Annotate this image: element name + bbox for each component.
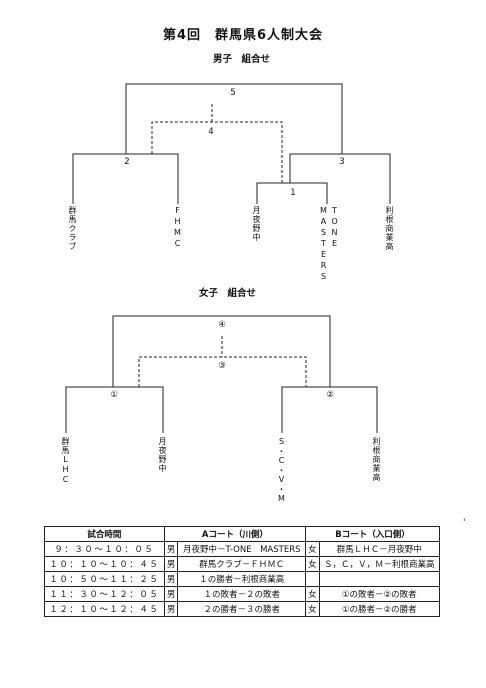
row-match-a: ２の勝者－３の勝者: [177, 601, 307, 617]
row-match-a: 月夜野中－T-ONE MASTERS: [177, 541, 307, 557]
men-team-gunma-club: 群馬クラブ: [68, 206, 77, 251]
women-team-scvm: S・C・V・M: [277, 437, 286, 504]
row-match-a: １の勝者－利根商業高: [177, 571, 307, 587]
row-match-a: １の敗者－２の敗者: [177, 586, 307, 602]
men-bracket-loser-match-4: [151, 121, 283, 183]
men-bracket-match-3: [289, 153, 391, 204]
row-gender-b: 女: [305, 601, 320, 617]
row-match-b: Ｓ，Ｃ，Ｖ，Ｍ－利根商業高: [318, 556, 441, 572]
men-round-3: 3: [339, 157, 345, 167]
row-gender-b: [305, 571, 320, 587]
women-round-2: ②: [326, 390, 334, 400]
schedule-header-row: 試合時間 Aコート（川側） Bコート（入口側）: [44, 526, 440, 542]
men-team-tone: TONE: [330, 206, 339, 250]
men-round-1: 1: [290, 188, 296, 198]
men-bracket-match-2: [72, 153, 179, 204]
men-team-masters: MASTERS: [319, 206, 328, 283]
row-gender-a: 男: [163, 601, 179, 617]
row-gender-b: 女: [305, 556, 320, 572]
table-row: １１：３０～１２：０５ 男 １の敗者－２の敗者 女 ①の敗者－②の敗者: [44, 586, 441, 602]
schedule-table: 試合時間 Aコート（川側） Bコート（入口側） ９：３０～１０：０５ 男 月夜野…: [44, 526, 441, 617]
row-time: ９：３０～１０：０５: [44, 541, 165, 557]
row-time: １０：１０～１０：４５: [44, 556, 165, 572]
table-row: １０：５０～１１：２５ 男 １の勝者－利根商業高: [44, 571, 441, 587]
row-gender-a: 男: [163, 571, 179, 587]
women-round-3: ③: [218, 361, 226, 371]
men-bracket-final: [125, 83, 343, 154]
men-bracket-match-1: [256, 182, 328, 204]
margin-mark: ': [463, 518, 466, 528]
row-gender-a: 男: [163, 586, 179, 602]
men-round-2: 2: [124, 157, 130, 167]
women-bracket-match-1: [65, 386, 164, 433]
row-time: １０：５０～１１：２５: [44, 571, 165, 587]
page-title: 第4回 群馬県6人制大会: [162, 28, 324, 43]
women-round-1: ①: [110, 390, 118, 400]
women-bracket-loser-match-3: [138, 356, 307, 387]
table-row: １０：１０～１０：４５ 男 群馬クラブ－ＦＨＭＣ 女 Ｓ，Ｃ，Ｖ，Ｍ－利根商業高: [44, 556, 441, 572]
women-heading: 女子 組合せ: [199, 288, 257, 299]
row-gender-b: 女: [305, 541, 320, 557]
header-court-b: Bコート（入口側）: [305, 526, 440, 542]
row-match-b: 群馬ＬＨＣ－月夜野中: [318, 541, 441, 557]
row-match-a: 群馬クラブ－ＦＨＭＣ: [177, 556, 307, 572]
row-time: １２：１０～１２：４５: [44, 601, 165, 617]
header-court-a: Aコート（川側）: [163, 526, 307, 542]
women-bracket-match-2: [281, 386, 378, 433]
table-row: １２：１０～１２：４５ 男 ２の勝者－３の勝者 女 ①の勝者－②の勝者: [44, 601, 441, 617]
row-gender-b: 女: [305, 586, 320, 602]
row-match-b: [318, 571, 441, 587]
men-heading: 男子 組合せ: [213, 54, 271, 65]
men-team-tsukiyono: 月夜野中: [252, 206, 261, 242]
header-time: 試合時間: [44, 526, 165, 542]
men-round-4: 4: [208, 127, 214, 137]
women-team-tsukiyono: 月夜野中: [158, 437, 167, 473]
table-row: ９：３０～１０：０５ 男 月夜野中－T-ONE MASTERS 女 群馬ＬＨＣ－…: [44, 541, 441, 557]
men-team-tone-shogyo: 利根商業高: [385, 206, 394, 251]
row-gender-a: 男: [163, 556, 179, 572]
women-bracket-final: [112, 315, 331, 387]
row-match-b: ①の勝者－②の勝者: [318, 601, 441, 617]
men-team-fhmc: FHMC: [173, 206, 182, 250]
row-match-b: ①の敗者－②の敗者: [318, 586, 441, 602]
women-team-gunma-lhc: 群馬LHC: [61, 437, 70, 485]
row-time: １１：３０～１２：０５: [44, 586, 165, 602]
men-round-5: 5: [230, 88, 236, 98]
women-team-tone-shogyo: 利根商業高: [372, 437, 381, 482]
women-round-4: ④: [218, 320, 226, 330]
row-gender-a: 男: [163, 541, 179, 557]
